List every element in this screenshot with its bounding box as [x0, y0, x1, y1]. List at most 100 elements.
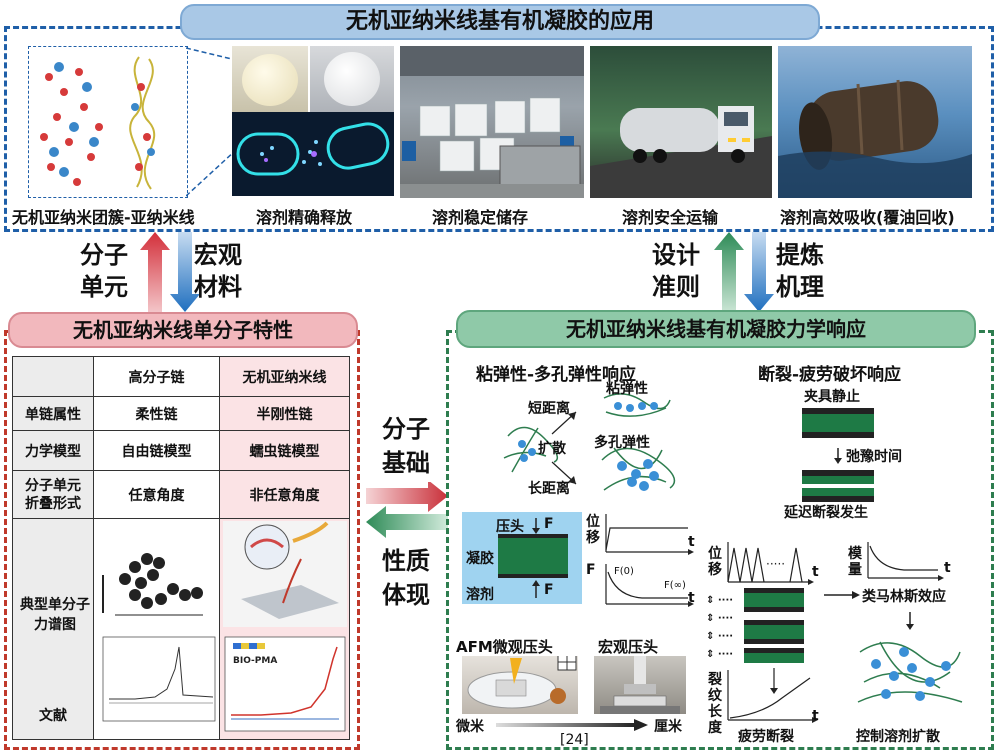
row-label-spectrum-cell: 典型单分子力谱图 文献 — [11, 518, 95, 740]
fatigue-fracture: 疲劳断裂 — [738, 729, 794, 745]
truck-svg — [590, 106, 772, 198]
macro-label: 宏观压头 — [598, 638, 659, 656]
molecular-structure-svg — [40, 56, 156, 190]
property-table: 高分子链 无机亚纳米线 单链属性 柔性链 半刚性链 力学模型 自由链模型 蠕虫链… — [11, 356, 350, 740]
fracture-clamp-static: 夹具静止 — [804, 389, 860, 405]
label-rules: 准则 — [652, 273, 700, 301]
label-material: 材料 — [194, 273, 242, 301]
visco-viscoelastic: 粘弹性 — [606, 381, 648, 397]
label-macro: 宏观 — [194, 241, 242, 269]
row-label-model: 力学模型 — [11, 430, 95, 471]
scale-arrow — [496, 719, 648, 731]
tanker-truck-photo — [590, 46, 772, 198]
applications-title: 无机亚纳米线基有机凝胶的应用 — [345, 9, 654, 34]
label-mechanism: 机理 — [776, 273, 824, 301]
zoom-lines — [186, 47, 237, 197]
scale-cm: 厘米 — [654, 719, 682, 735]
mechanical-response-banner: 无机亚纳米线基有机凝胶力学响应 — [456, 310, 976, 348]
caption-safe-transport: 溶剂安全运输 — [622, 208, 719, 227]
afm-photo — [462, 656, 578, 714]
visco-title: 粘弹性-多孔弹性响应 — [476, 365, 637, 385]
cell-freely-jointed: 自由链模型 — [93, 430, 220, 471]
capsule-svg — [236, 122, 390, 176]
indentation-diagram — [498, 518, 568, 598]
label-mol-basis-1: 分子 — [382, 415, 430, 443]
polymer-chain-and-curve — [101, 553, 215, 722]
visco-diagram — [503, 393, 676, 491]
table-corner — [11, 356, 95, 397]
reference-number: [24] — [560, 732, 589, 748]
col-header-nanowire: 无机亚纳米线 — [219, 356, 350, 397]
label-unit: 单元 — [80, 273, 128, 301]
label-mol-basis-2: 基础 — [382, 449, 430, 477]
afm-label: AFM微观压头 — [456, 638, 553, 656]
right-vertical-arrows — [714, 232, 774, 314]
single-molecule-title: 无机亚纳米线单分子特性 — [73, 318, 293, 342]
modulus-curve — [867, 542, 944, 581]
arrow-to-mullins — [824, 591, 860, 599]
barrel-svg — [778, 79, 972, 198]
warehouse-svg — [400, 46, 584, 198]
row-label-chain: 单链属性 — [11, 396, 95, 431]
indent-solvent-label: 溶剂 — [466, 587, 494, 603]
curve-F0: F(0) — [614, 566, 634, 577]
visco-poroelastic: 多孔弹性 — [594, 435, 650, 451]
label-extract: 提炼 — [776, 241, 824, 269]
applications-banner: 无机亚纳米线基有机凝胶的应用 — [180, 4, 820, 40]
modulus-label: 模量 — [848, 546, 862, 578]
curve-Finf: F(∞) — [664, 580, 686, 591]
row-label-folding: 分子单元 折叠形式 — [11, 470, 95, 519]
label-design: 设计 — [652, 241, 700, 269]
single-molecule-banner: 无机亚纳米线单分子特性 — [8, 312, 358, 348]
indent-gel-label: 凝胶 — [466, 551, 494, 567]
disp-force-curves — [605, 514, 694, 607]
fracture-clamp-diagram — [802, 408, 874, 502]
nanowire-molecular-image — [28, 46, 188, 198]
mullins-effect: 类马林斯效应 — [862, 589, 946, 605]
label-property-1: 性质 — [382, 547, 430, 575]
capsule-release-image — [232, 112, 394, 196]
crack-t: t — [812, 708, 819, 724]
polymer-spectrum-cell — [93, 518, 220, 740]
visco-long-distance: 长距离 — [528, 481, 570, 497]
nanowire-spectrum-cell: BIO-PMA — [219, 518, 350, 740]
row-label-spectrum: 典型单分子力谱图 — [20, 597, 90, 633]
macro-svg — [600, 656, 680, 714]
label-property-2: 体现 — [382, 581, 430, 609]
middle-horizontal-arrows — [366, 482, 448, 538]
gel-sample-photo-2 — [310, 46, 394, 112]
fatigue-disp-label: 位移 — [708, 546, 722, 578]
visco-short-distance: 短距离 — [528, 401, 570, 417]
fracture-relax-time: 弛豫时间 — [846, 449, 902, 465]
nanowire-afm-and-curve: BIO-PMA — [222, 521, 347, 732]
bio-pma-label: BIO-PMA — [233, 656, 277, 666]
cell-worm-like: 蠕虫链模型 — [219, 430, 350, 471]
crack-length-label: 裂纹长度 — [708, 672, 722, 736]
zigzag-dots: ····· — [766, 557, 785, 571]
indent-F-top: F — [544, 516, 554, 532]
fatigue-stack-diagram — [744, 588, 804, 663]
reference-label: 文献 — [39, 708, 67, 724]
modulus-t: t — [944, 560, 951, 576]
indent-head-label: 压头 — [496, 519, 524, 535]
curve-disp-label-1: 位移 — [586, 514, 600, 546]
visco-diffuse: 扩散 — [538, 441, 566, 457]
stack-marks: ⇕ ···· ⇕ ···· ⇕ ···· ⇕ ···· — [706, 595, 734, 660]
caption-precise-release: 溶剂精确释放 — [256, 208, 353, 227]
control-diffusion: 控制溶剂扩散 — [856, 729, 940, 745]
mechanical-response-title: 无机亚纳米线基有机凝胶力学响应 — [566, 317, 866, 341]
oil-barrel-water-photo — [778, 46, 972, 198]
warehouse-storage-photo — [400, 46, 584, 198]
curve-t-1: t — [688, 534, 695, 550]
fracture-delayed: 延迟断裂发生 — [784, 505, 868, 521]
curve-force-label: F — [586, 562, 596, 578]
indent-F-bottom: F — [544, 582, 554, 598]
label-molecular: 分子 — [80, 241, 128, 269]
caption-nanocluster: 无机亚纳米团簇-亚纳米线 — [12, 208, 195, 227]
cell-any-angle: 任意角度 — [93, 470, 220, 519]
caption-efficient-absorption: 溶剂高效吸收(覆油回收) — [780, 208, 955, 227]
crack-curve — [727, 668, 818, 723]
afm-svg — [467, 656, 577, 709]
left-vertical-arrows — [140, 232, 200, 314]
col-header-polymer: 高分子链 — [93, 356, 220, 397]
